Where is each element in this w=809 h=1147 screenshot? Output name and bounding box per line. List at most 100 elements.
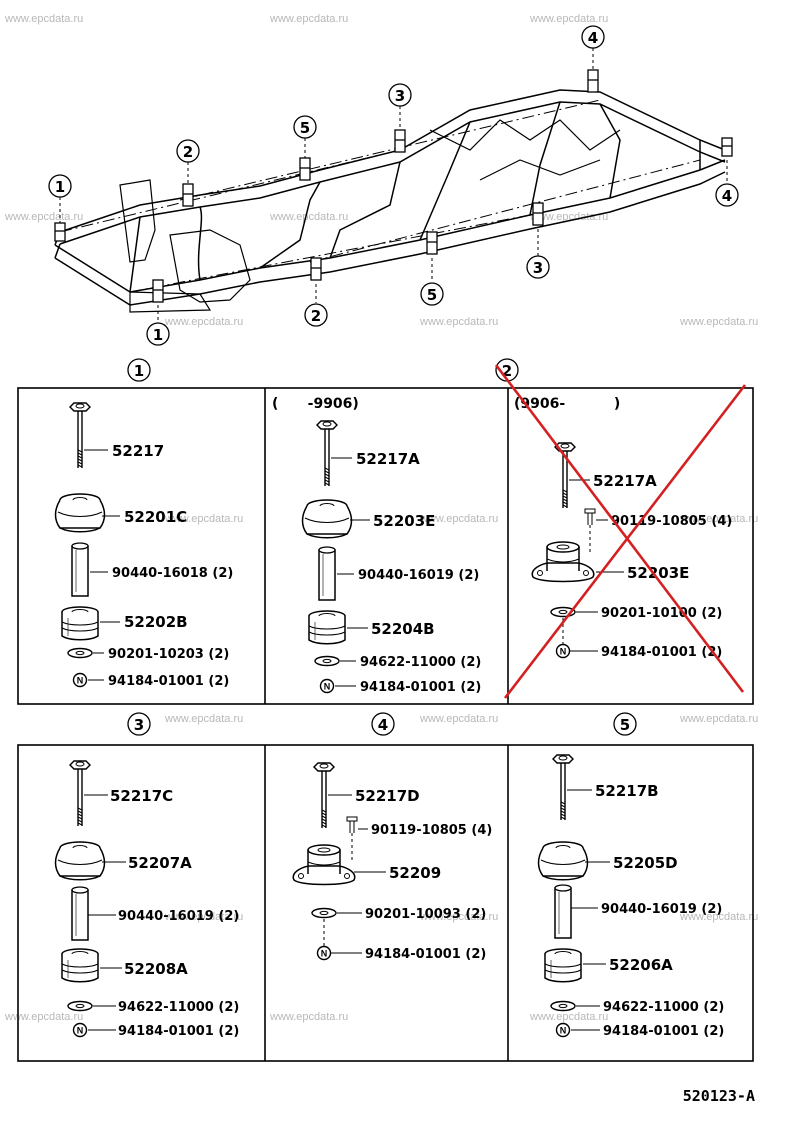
svg-text:1: 1	[153, 326, 163, 344]
part-label: 52203E	[627, 564, 689, 582]
watermark: www.epcdata.ru	[419, 316, 498, 328]
overview-callouts: 1 1 2 2 3 3 4 4 5 5	[48, 25, 739, 346]
watermark: www.epcdata.ru	[269, 1011, 348, 1023]
part-label: 90440-16018 (2)	[112, 566, 233, 581]
nut-part	[555, 643, 571, 659]
watermark: www.epcdata.ru	[4, 13, 83, 25]
lower-cushion-part	[308, 610, 346, 645]
watermark: www.epcdata.ru	[164, 911, 243, 923]
part-label: 52217B	[595, 782, 659, 800]
part-label: 52205D	[613, 854, 678, 872]
nut-part	[319, 678, 335, 694]
callout-3: 3	[388, 83, 412, 107]
part-label: 94622-11000 (2)	[603, 1000, 724, 1015]
nut-part	[72, 672, 88, 688]
part-label: 52217D	[355, 787, 420, 805]
part-label: 52208A	[124, 960, 188, 978]
upper-cushion-part	[301, 499, 353, 539]
part-label: 94184-01001 (2)	[118, 1024, 239, 1039]
svg-text:3: 3	[533, 259, 543, 277]
svg-text:4: 4	[722, 187, 732, 205]
upper-cushion-part	[54, 841, 106, 881]
panel-5: 52217B 52205D 90440-16019 (2) 52206A 946…	[537, 754, 724, 1039]
small-bolt-part	[584, 508, 596, 526]
part-label: 90201-10203 (2)	[108, 647, 229, 662]
part-label: 52207A	[128, 854, 192, 872]
watermark: www.epcdata.ru	[269, 211, 348, 223]
bolt-part	[554, 442, 576, 509]
overview-mounts	[54, 69, 733, 303]
part-label: 90201-10093 (2)	[365, 907, 486, 922]
part-label: 52209	[389, 864, 441, 882]
bolt-part	[69, 760, 91, 827]
part-label: 90201-10100 (2)	[601, 606, 722, 621]
svg-text:2: 2	[502, 362, 512, 380]
svg-text:3: 3	[395, 87, 405, 105]
panel-number-2: 2	[495, 358, 519, 382]
upper-cushion-part	[54, 493, 106, 533]
flange-mount-part	[292, 844, 356, 886]
callout-2: 2	[304, 303, 328, 327]
part-label: 52217	[112, 442, 164, 460]
watermark: www.epcdata.ru	[164, 316, 243, 328]
panel-number-1: 1	[127, 358, 151, 382]
watermark: www.epcdata.ru	[419, 713, 498, 725]
flange-mount-part	[531, 541, 595, 583]
svg-text:5: 5	[427, 286, 437, 304]
lower-cushion-part	[61, 948, 99, 983]
svg-text:4: 4	[378, 716, 388, 734]
sleeve-part	[71, 886, 89, 941]
panel-3: 52217C 52207A 90440-16019 (2) 52208A 946…	[54, 760, 239, 1039]
washer-part	[314, 655, 340, 667]
callout-3: 3	[526, 255, 550, 279]
watermark: www.epcdata.ru	[679, 513, 758, 525]
bolt-part	[69, 402, 91, 469]
callout-5: 5	[420, 282, 444, 306]
panel-row-1-frame	[17, 387, 754, 705]
nut-part	[72, 1022, 88, 1038]
overview-leaders	[59, 48, 728, 322]
date-range: (9906- )	[514, 396, 620, 412]
panel-1: 52217 52201C 90440-16018 (2) 52202B 9020…	[54, 402, 233, 689]
part-label: 52217A	[356, 450, 420, 468]
part-label: 90440-16019 (2)	[601, 902, 722, 917]
part-label: 52206A	[609, 956, 673, 974]
callout-1: 1	[48, 174, 72, 198]
part-label: 94622-11000 (2)	[118, 1000, 239, 1015]
part-label: 94184-01001 (2)	[365, 947, 486, 962]
washer-part	[67, 1000, 93, 1012]
part-label: 52201C	[124, 508, 187, 526]
bolt-part	[552, 754, 574, 821]
part-label: 94184-01001 (2)	[601, 645, 722, 660]
svg-text:5: 5	[620, 716, 630, 734]
part-label: 94184-01001 (2)	[108, 674, 229, 689]
watermark: www.epcdata.ru	[419, 513, 498, 525]
callout-4: 4	[581, 25, 605, 49]
part-label: 52203E	[373, 512, 435, 530]
watermark: www.epcdata.ru	[529, 211, 608, 223]
bolt-part	[316, 420, 338, 487]
part-label: 52204B	[371, 620, 435, 638]
panel-4: 52217D 90119-10805 (4) 52209 90201-10093…	[292, 762, 492, 962]
callout-1: 1	[146, 322, 170, 346]
washer-part	[550, 1000, 576, 1012]
watermark-layer: www.epcdata.ru www.epcdata.ru www.epcdat…	[4, 13, 758, 1023]
washer-part	[67, 647, 93, 659]
part-label: 90440-16019 (2)	[118, 909, 239, 924]
panel-row-2-frame	[17, 744, 754, 1062]
svg-text:3: 3	[134, 716, 144, 734]
part-label: 94184-01001 (2)	[360, 680, 481, 695]
panel-2-early: ( -9906) 52217A 52203E 90440-16019 (2) 5…	[272, 396, 481, 695]
part-label: 90119-10805 (4)	[611, 514, 732, 529]
watermark: www.epcdata.ru	[164, 513, 243, 525]
svg-text:5: 5	[300, 119, 310, 137]
watermark: www.epcdata.ru	[679, 316, 758, 328]
panel-number-4: 4	[371, 712, 395, 736]
callout-2: 2	[176, 139, 200, 163]
svg-text:1: 1	[134, 362, 144, 380]
part-label: 52217C	[110, 787, 173, 805]
small-bolt-part	[346, 816, 358, 834]
lower-cushion-part	[61, 606, 99, 641]
nut-part	[555, 1022, 571, 1038]
